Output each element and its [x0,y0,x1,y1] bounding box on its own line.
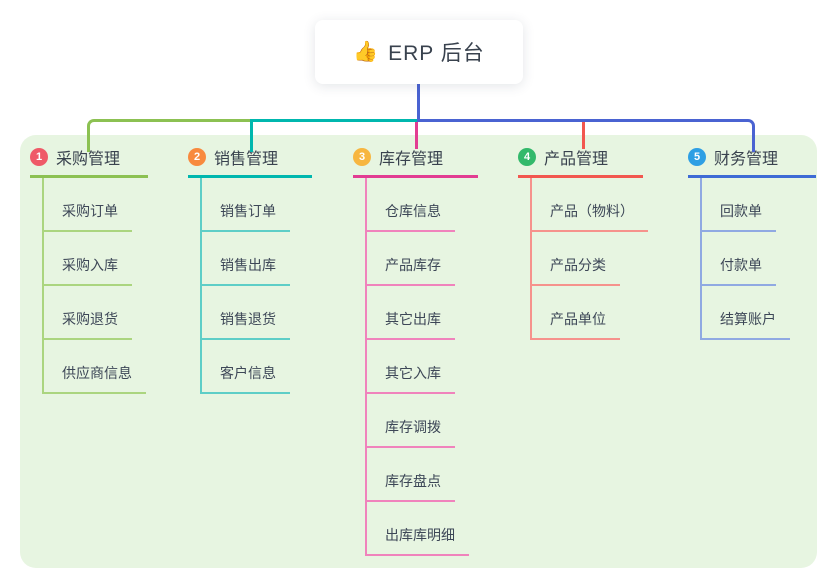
child-label[interactable]: 出库库明细 [367,525,469,556]
branch-children: 销售订单销售出库销售退货客户信息 [200,178,312,394]
branch: 3 库存管理 仓库信息产品库存其它出库其它入库库存调拨库存盘点出库库明细 [353,145,478,556]
branch-label: 产品管理 [544,151,609,168]
child-node: 产品（物料） [532,178,648,232]
child-label[interactable]: 产品分类 [532,255,620,286]
branch: 2 销售管理 销售订单销售出库销售退货客户信息 [188,145,312,394]
branch-number-badge: 5 [688,148,706,166]
child-label[interactable]: 结算账户 [702,309,790,340]
root-node[interactable]: 👍 ERP 后台 [315,20,523,84]
child-label[interactable]: 客户信息 [202,363,290,394]
trunk-drop-product [582,122,585,149]
thumbs-up-icon: 👍 [353,41,379,63]
branches-panel: 1 采购管理 采购订单采购入库采购退货供应商信息 2 销售管理 销售订单销售出库… [20,135,817,568]
child-label[interactable]: 仓库信息 [367,201,455,232]
child-label[interactable]: 回款单 [702,201,776,232]
branch-label: 财务管理 [714,151,779,168]
trunk-line-sales [250,119,420,152]
child-node: 出库库明细 [367,502,478,556]
child-label[interactable]: 销售订单 [202,201,290,232]
child-node: 仓库信息 [367,178,478,232]
child-label[interactable]: 产品单位 [532,309,620,340]
child-node: 产品分类 [532,232,643,286]
child-node: 库存调拨 [367,394,478,448]
branch-header[interactable]: 2 销售管理 [188,145,312,178]
trunk-line-finance [417,119,755,152]
trunk-line-purchase [87,119,253,152]
child-label[interactable]: 其它入库 [367,363,455,394]
child-label[interactable]: 产品库存 [367,255,455,286]
child-node: 采购退货 [44,286,148,340]
child-label[interactable]: 采购退货 [44,309,132,340]
root-label: ERP 后台 [388,42,485,65]
child-label[interactable]: 库存盘点 [367,471,455,502]
child-label[interactable]: 其它出库 [367,309,455,340]
branch-children: 仓库信息产品库存其它出库其它入库库存调拨库存盘点出库库明细 [365,178,478,556]
child-node: 产品库存 [367,232,478,286]
branch-number-badge: 4 [518,148,536,166]
child-label[interactable]: 采购订单 [44,201,132,232]
branch-label: 库存管理 [379,151,444,168]
child-node: 付款单 [702,232,816,286]
child-node: 客户信息 [202,340,312,394]
child-node: 采购入库 [44,232,148,286]
branch: 4 产品管理 产品（物料） 产品分类产品单位 [518,145,648,340]
branch-header[interactable]: 5 财务管理 [688,145,816,178]
child-node: 结算账户 [702,286,816,340]
branch-label: 采购管理 [56,151,121,168]
child-node: 其它出库 [367,286,478,340]
child-node: 采购订单 [44,178,148,232]
branch-header[interactable]: 1 采购管理 [30,145,148,178]
child-node: 销售退货 [202,286,312,340]
branch-label: 销售管理 [214,151,279,168]
child-label[interactable]: 采购入库 [44,255,132,286]
child-node: 销售订单 [202,178,312,232]
branch: 5 财务管理 回款单付款单结算账户 [688,145,816,340]
branch-children: 回款单付款单结算账户 [700,178,816,340]
child-label[interactable]: 销售出库 [202,255,290,286]
branch-children: 产品（物料） 产品分类产品单位 [530,178,648,340]
child-label[interactable]: 库存调拨 [367,417,455,448]
child-node: 供应商信息 [44,340,148,394]
child-label[interactable]: 付款单 [702,255,776,286]
child-label[interactable]: 供应商信息 [44,363,146,394]
child-label[interactable]: 销售退货 [202,309,290,340]
branch-header[interactable]: 3 库存管理 [353,145,478,178]
child-node: 其它入库 [367,340,478,394]
branch-number-badge: 2 [188,148,206,166]
branch-header[interactable]: 4 产品管理 [518,145,643,178]
root-connector-line [417,84,420,122]
branch-children: 采购订单采购入库采购退货供应商信息 [42,178,148,394]
branch-number-badge: 1 [30,148,48,166]
child-node: 库存盘点 [367,448,478,502]
child-label[interactable]: 产品（物料） [532,201,648,232]
branch-number-badge: 3 [353,148,371,166]
child-node: 产品单位 [532,286,643,340]
child-node: 销售出库 [202,232,312,286]
child-node: 回款单 [702,178,816,232]
trunk-drop-inventory [415,122,418,149]
branch: 1 采购管理 采购订单采购入库采购退货供应商信息 [30,145,148,394]
